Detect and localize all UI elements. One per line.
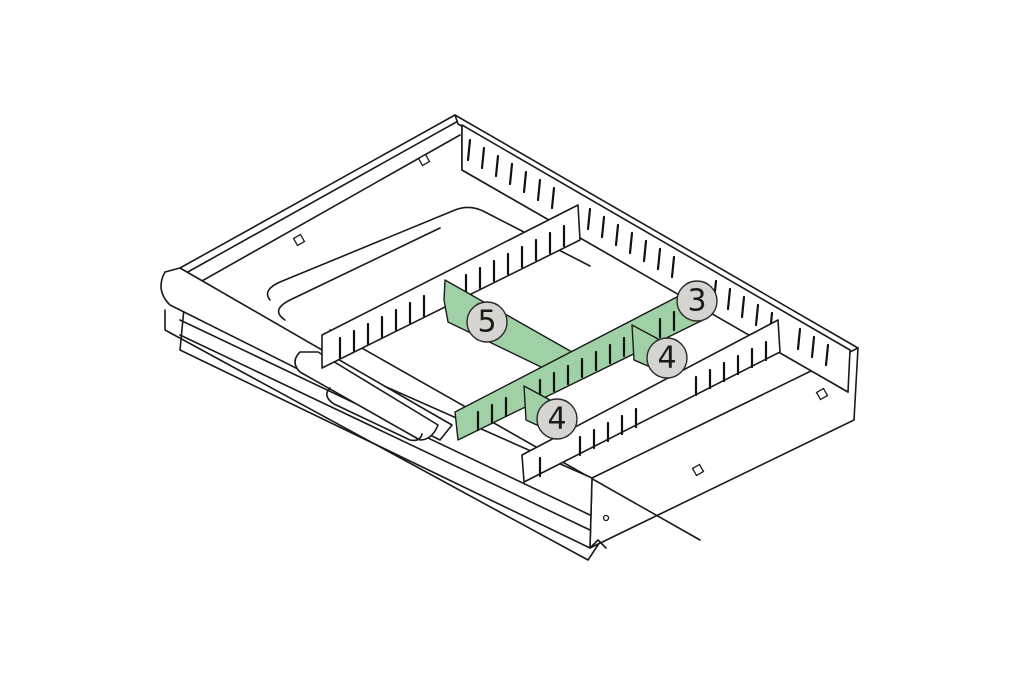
white-divider-lower [521,319,781,483]
callout-label: 4 [657,341,676,376]
callout-5: 5 [466,301,508,343]
callout-label: 3 [687,284,706,319]
callout-label: 5 [477,305,496,340]
callout-label: 4 [547,402,566,437]
mounting-holes [292,153,829,522]
drawer-handle [160,267,453,442]
callout-3: 3 [676,280,718,322]
callout-4-left: 4 [536,398,578,440]
callout-4-right: 4 [646,337,688,379]
back-rail-perforations [466,138,830,367]
